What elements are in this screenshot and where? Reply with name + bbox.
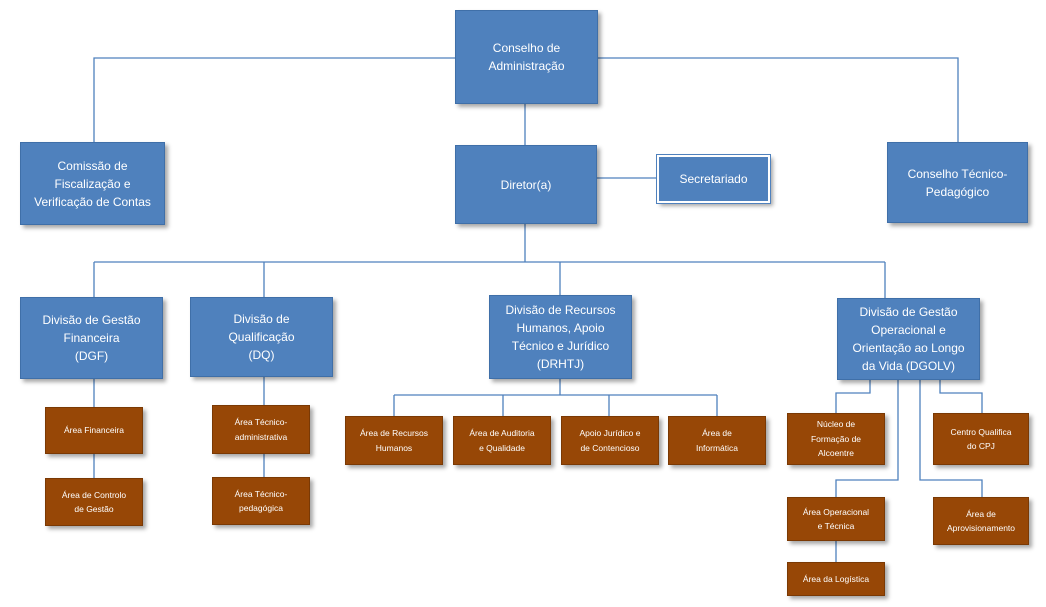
node-area-auditoria-qualidade: Área de Auditoria e Qualidade [453,416,551,465]
node-area-informatica: Área de Informática [668,416,766,465]
node-divisao-drhtj: Divisão de Recursos Humanos, Apoio Técni… [489,295,632,379]
node-apoio-juridico-contencioso: Apoio Jurídico e de Contencioso [561,416,659,465]
node-area-controlo-gestao: Área de Controlo de Gestão [45,478,143,526]
node-comissao-fiscalizacao: Comissão de Fiscalização e Verificação d… [20,142,165,225]
node-conselho-tecnico-pedagogico: Conselho Técnico- Pedagógico [887,142,1028,223]
node-area-tecnico-administrativa: Área Técnico- administrativa [212,405,310,454]
node-area-recursos-humanos: Área de Recursos Humanos [345,416,443,465]
node-area-logistica: Área da Logística [787,562,885,596]
node-nucleo-formacao-alcoentre: Núcleo de Formação de Alcoentre [787,413,885,465]
node-diretor: Diretor(a) [455,145,597,224]
node-area-aprovisionamento: Área de Aprovisionamento [933,497,1029,545]
node-divisao-dq: Divisão de Qualificação (DQ) [190,297,333,377]
node-secretariado: Secretariado [656,154,771,204]
node-divisao-dgf: Divisão de Gestão Financeira (DGF) [20,297,163,379]
node-divisao-dgolv: Divisão de Gestão Operacional e Orientaç… [837,298,980,380]
node-conselho-administracao: Conselho de Administração [455,10,598,104]
node-area-financeira: Área Financeira [45,407,143,454]
node-area-tecnico-pedagogica: Área Técnico- pedagógica [212,477,310,525]
node-centro-qualifica-cpj: Centro Qualifica do CPJ [933,413,1029,465]
node-area-operacional-tecnica: Área Operacional e Técnica [787,497,885,541]
